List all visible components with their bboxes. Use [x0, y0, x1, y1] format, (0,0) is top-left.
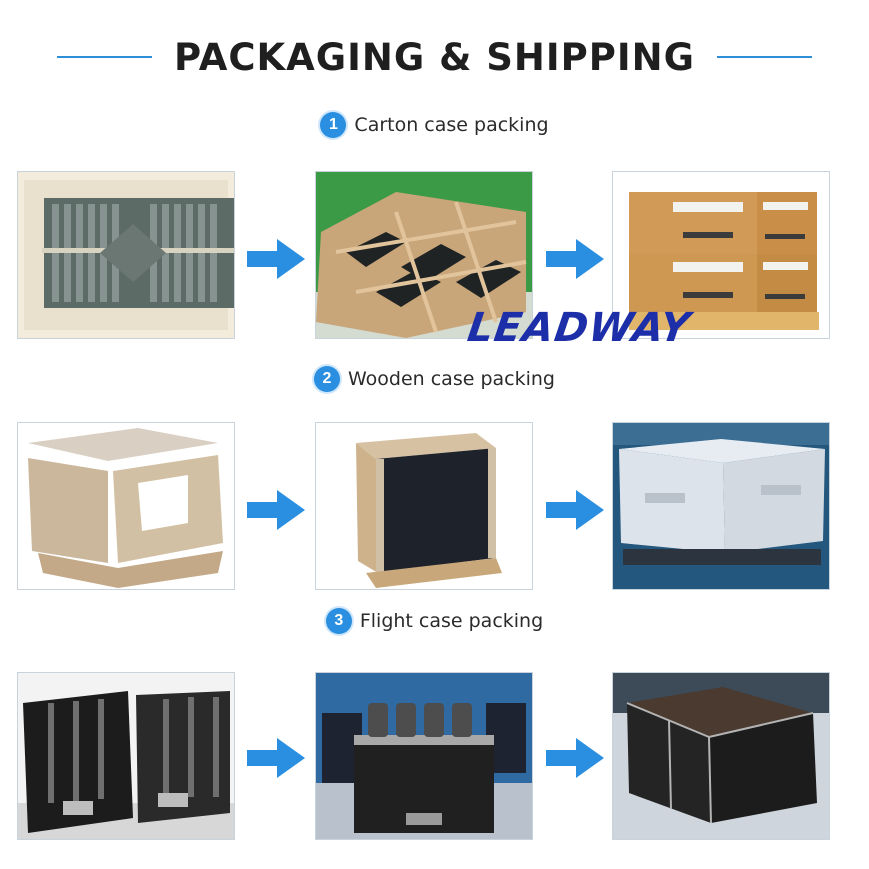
section-3-number: 3: [325, 608, 352, 634]
section-1-header: 1 Carton case packing: [0, 110, 869, 140]
arrow-right-icon: [247, 490, 305, 530]
section-2-header: 2 Wooden case packing: [0, 364, 869, 394]
section-3-header: 3 Flight case packing: [0, 606, 869, 636]
flight-photo-2: [315, 672, 533, 840]
section-1-number: 1: [320, 112, 347, 138]
page-title: PACKAGING & SHIPPING: [173, 35, 696, 79]
section-2-label: Wooden case packing: [347, 368, 555, 390]
wooden-photo-1: [17, 422, 235, 590]
watermark-logo: LEADWAY: [464, 305, 694, 351]
section-2-number: 2: [313, 366, 340, 392]
flight-photo-3: [612, 672, 830, 840]
arrow-right-icon: [546, 738, 604, 778]
wooden-photo-2: [315, 422, 533, 590]
section-3-label: Flight case packing: [359, 610, 544, 632]
arrow-right-icon: [546, 239, 604, 279]
title-divider-right: [717, 56, 813, 58]
title-divider-left: [56, 56, 152, 58]
arrow-right-icon: [247, 738, 305, 778]
flight-photo-1: [17, 672, 235, 840]
carton-photo-3: [612, 171, 830, 339]
carton-photo-1: [17, 171, 235, 339]
carton-photo-2: [315, 171, 533, 339]
arrow-right-icon: [247, 239, 305, 279]
section-1-label: Carton case packing: [354, 114, 549, 136]
header: PACKAGING & SHIPPING: [0, 32, 869, 82]
wooden-photo-3: [612, 422, 830, 590]
arrow-right-icon: [546, 490, 604, 530]
